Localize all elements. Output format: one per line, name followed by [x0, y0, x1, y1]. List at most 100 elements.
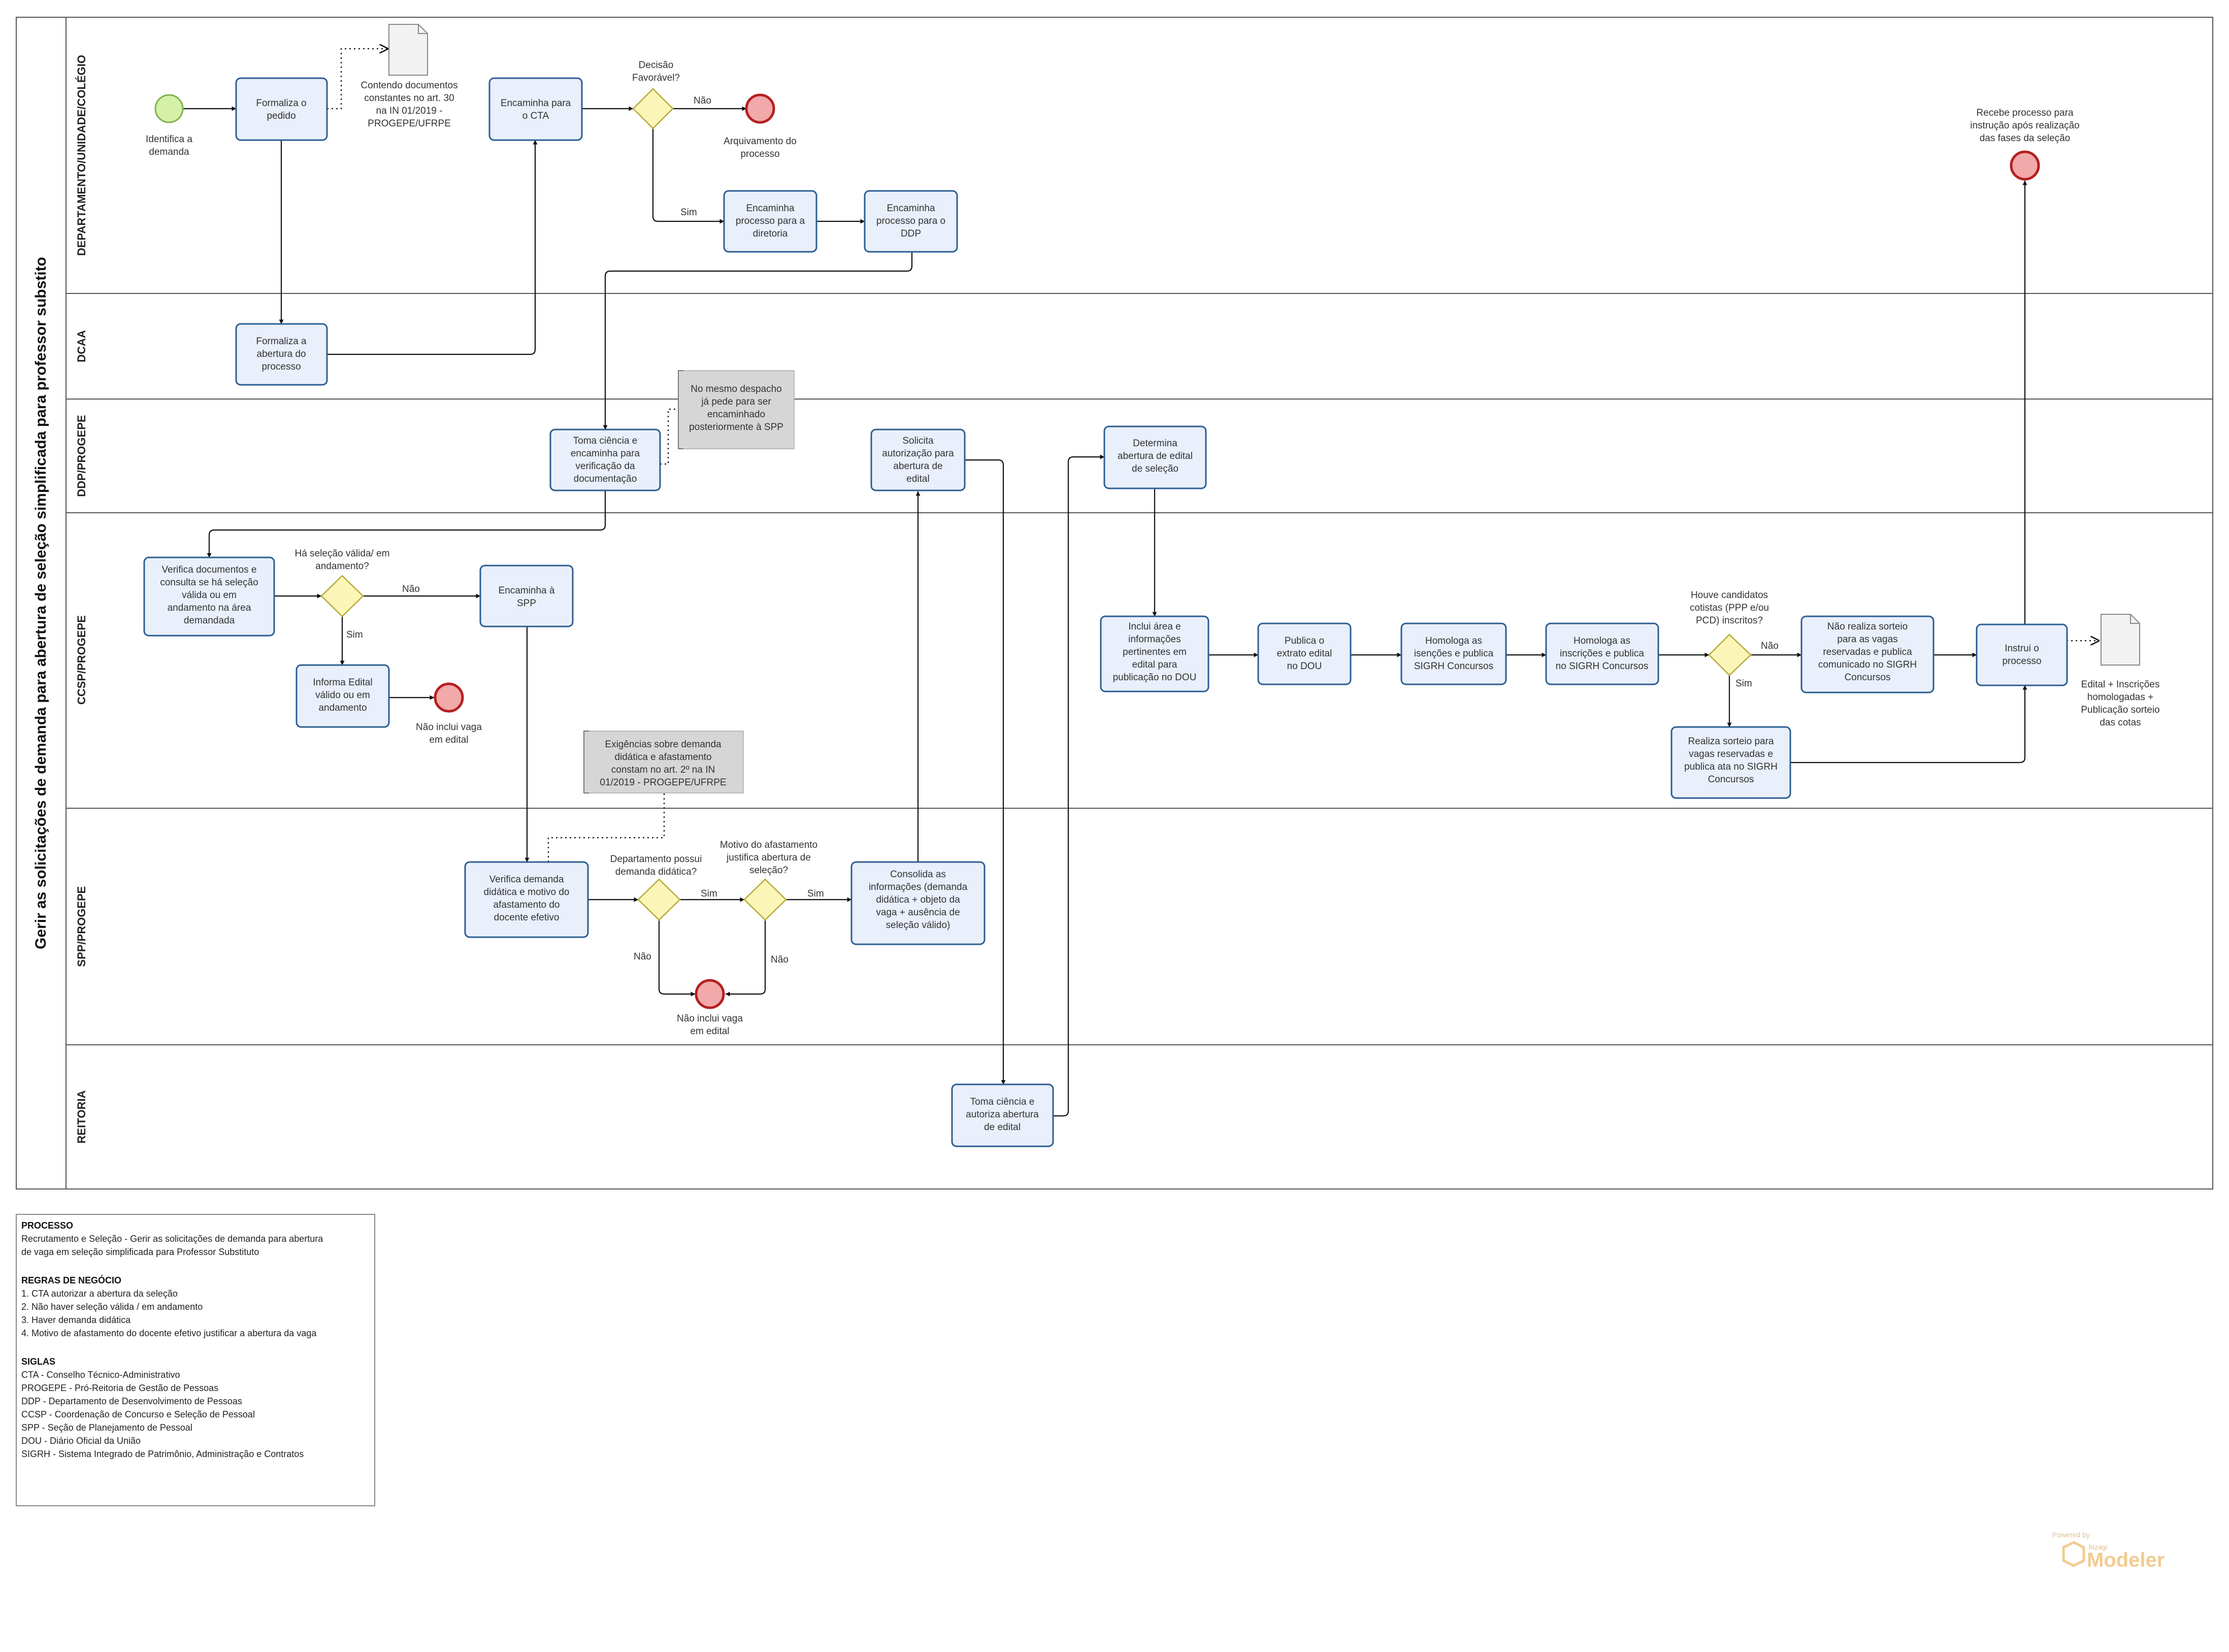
flow-label-no: Não	[694, 95, 711, 106]
end-event-arquivamento[interactable]	[745, 93, 775, 124]
flow-label-yes: Sim	[1735, 678, 1752, 689]
task-verifica-demanda[interactable]	[464, 861, 589, 938]
task-informa-edital[interactable]	[296, 664, 390, 728]
legend-processo-title: PROCESSO	[21, 1220, 73, 1231]
flow-label-no: Não	[402, 584, 420, 594]
legend-sigla: SIGRH - Sistema Integrado de Patrimônio,…	[21, 1449, 304, 1459]
start-event[interactable]	[154, 94, 184, 123]
gateway-motivo-afastamento[interactable]	[743, 878, 787, 921]
task-encaminha-diretoria[interactable]	[723, 190, 817, 253]
task-encaminha-cta[interactable]	[488, 77, 583, 141]
task-determina-abertura[interactable]	[1103, 425, 1207, 489]
task-toma-ciencia-ddp[interactable]	[549, 428, 661, 491]
flow	[652, 128, 725, 224]
task-solicita-autorizacao[interactable]	[870, 428, 966, 491]
pool: Gerir as solicitações de demanda para ab…	[16, 17, 2213, 1190]
legend-sigla: CTA - Conselho Técnico-Administrativo	[21, 1370, 180, 1380]
task-encaminha-ddp[interactable]	[864, 190, 958, 253]
gateway-departamento-possui[interactable]	[637, 878, 681, 921]
flow	[658, 920, 696, 997]
end-event-nao-inclui-spp[interactable]	[695, 979, 725, 1009]
association	[547, 793, 665, 862]
flow-label-no: Não	[634, 951, 651, 962]
flow	[603, 252, 913, 430]
legend-regra: 4. Motivo de afastamento do docente efet…	[21, 1328, 317, 1338]
gateway-decisao[interactable]	[632, 88, 674, 129]
annotation-despacho	[678, 370, 795, 449]
end-event-nao-inclui-ccsp[interactable]	[434, 682, 464, 713]
task-toma-ciencia-reitoria[interactable]	[951, 1083, 1054, 1147]
task-verifica-documentos[interactable]	[143, 556, 275, 637]
legend-processo-text: Recrutamento e Seleção - Gerir as solici…	[21, 1234, 323, 1257]
branding-powered: Powered by	[2052, 1531, 2090, 1539]
task-inclui-area[interactable]	[1100, 615, 1209, 692]
legend: PROCESSO Recrutamento e Seleção - Gerir …	[16, 1214, 375, 1506]
flow-labels: Não Sim Não Sim Não Sim Sim Sim Não Não	[346, 95, 1779, 965]
task-encaminha-spp[interactable]	[479, 565, 574, 627]
associations	[327, 49, 2099, 862]
flow-label-yes: Sim	[701, 888, 717, 899]
data-object-out[interactable]	[2101, 614, 2140, 666]
task-realiza-sorteio[interactable]	[1670, 726, 1791, 799]
gateway-houve-candidatos[interactable]	[1708, 634, 1752, 676]
legend-sigla: SPP - Seção de Planejamento de Pessoal	[21, 1423, 192, 1433]
lane-ccsp: CCSP/PROGEPE	[75, 615, 88, 705]
legend-regras-title: REGRAS DE NEGÓCIO	[21, 1275, 121, 1285]
data-object-in[interactable]	[388, 24, 428, 76]
lane-reitoria: REITORIA	[75, 1091, 88, 1144]
task-publica-extrato[interactable]	[1257, 622, 1352, 685]
task-homologa-inscricoes[interactable]	[1545, 622, 1659, 685]
gateway-ha-selecao[interactable]	[320, 575, 364, 617]
task-formaliza-pedido[interactable]	[235, 77, 328, 141]
branding-product: Modeler	[2087, 1549, 2165, 1571]
flow-label-no: Não	[1761, 641, 1779, 651]
tasks	[143, 77, 2068, 1147]
task-nao-realiza-sorteio[interactable]	[1800, 615, 1935, 693]
bizagi-branding: Powered by bizagi Modeler	[2052, 1531, 2165, 1571]
task-instrui-processo[interactable]	[1976, 623, 2068, 686]
legend-sigla: DOU - Diário Oficial da União	[21, 1436, 141, 1446]
task-formaliza-abertura[interactable]	[235, 323, 328, 386]
legend-sigla: PROGEPE - Pró-Reitoria de Gestão de Pess…	[21, 1383, 218, 1393]
end-event-recebe[interactable]	[2010, 150, 2040, 181]
legend-siglas-title: SIGLAS	[21, 1357, 55, 1367]
association	[327, 49, 388, 110]
sequence-flows	[183, 106, 2027, 1117]
flow	[965, 459, 1006, 1085]
legend-sigla: CCSP - Coordenação de Concurso e Seleção…	[21, 1409, 255, 1419]
task-consolida[interactable]	[850, 861, 986, 945]
flow	[725, 920, 766, 997]
task-homologa-isencoes[interactable]	[1400, 622, 1507, 685]
flow-label-yes: Sim	[807, 888, 824, 899]
flow	[207, 490, 606, 558]
lane-departamento: DEPARTAMENTO/UNIDADE/COLÉGIO	[75, 55, 88, 256]
